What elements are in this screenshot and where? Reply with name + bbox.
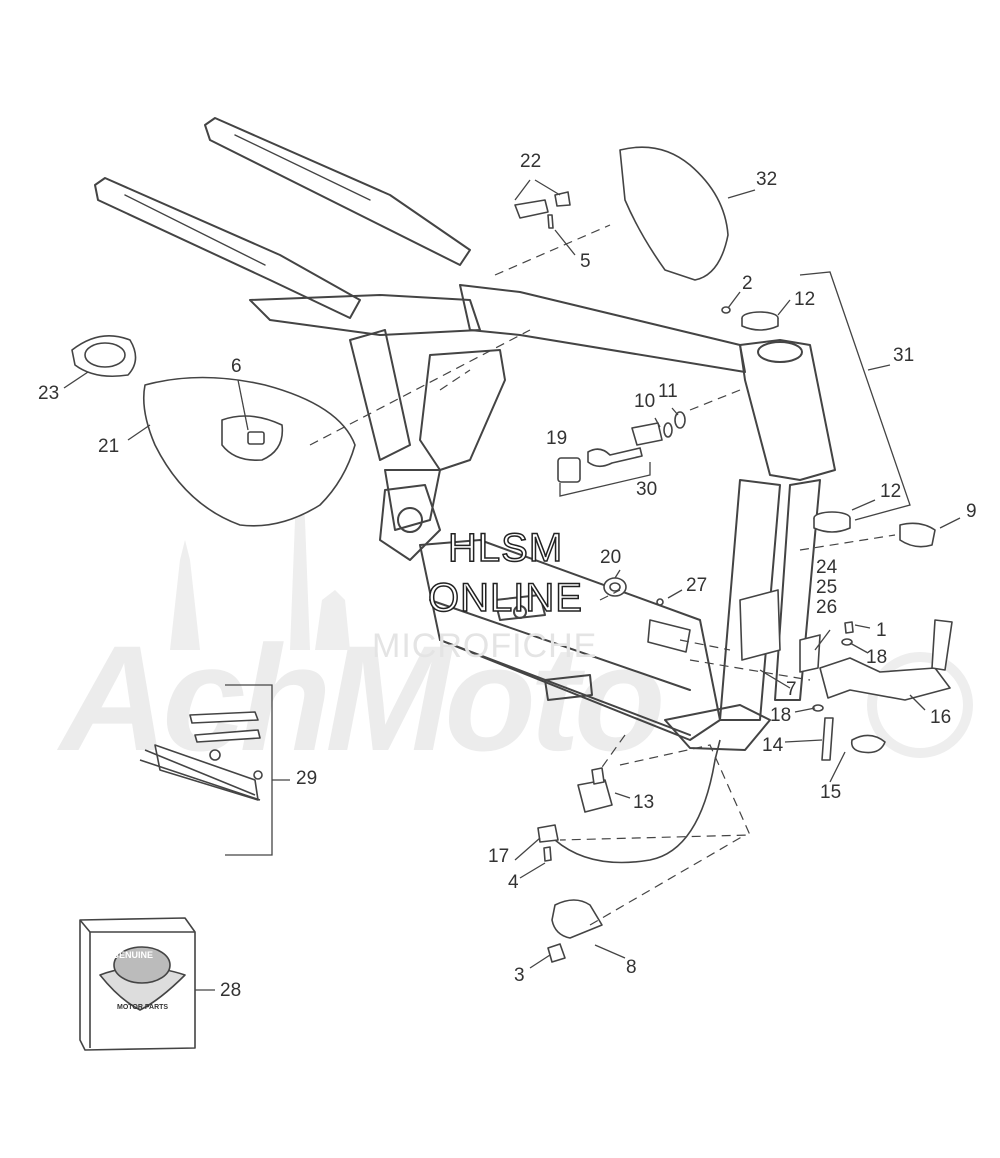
leader-lines <box>63 179 961 991</box>
rear-strut-upper <box>204 117 471 266</box>
frame <box>94 117 836 751</box>
parts-box-28 <box>79 917 196 1051</box>
frame-backbone <box>459 284 746 373</box>
key-30 <box>587 447 643 468</box>
jiffy-stand-16 <box>819 657 951 701</box>
callout-21: 21 <box>98 436 120 457</box>
callout-12-bottom: 12 <box>880 481 902 502</box>
callout-14: 14 <box>762 735 784 756</box>
callout-7: 7 <box>786 679 797 700</box>
callout-6: 6 <box>231 356 242 377</box>
callout-5: 5 <box>580 251 591 272</box>
clip-9 <box>899 522 936 548</box>
clip-22 <box>514 199 549 219</box>
watermark-skyline <box>170 470 350 650</box>
watermark-line2: ONLINE <box>427 575 583 621</box>
callout-32: 32 <box>756 169 778 190</box>
sensor-13 <box>577 779 613 813</box>
callout-15: 15 <box>820 782 842 803</box>
callout-25: 25 <box>816 577 838 598</box>
callout-9: 9 <box>966 501 977 522</box>
callout-13: 13 <box>633 792 655 813</box>
frame-steering-head <box>739 339 836 481</box>
callout-8: 8 <box>626 957 637 978</box>
watermark-wheel <box>867 652 973 758</box>
rear-strut-lower <box>94 177 361 319</box>
ignition-lock-19 <box>557 457 581 483</box>
frame-seat-post <box>419 349 506 471</box>
callout-26: 26 <box>816 597 838 618</box>
callout-17: 17 <box>488 846 510 867</box>
package-footer-text: MOTOR PARTS <box>117 1004 169 1011</box>
bracket-8 <box>551 899 603 939</box>
callout-29: 29 <box>296 768 318 789</box>
callout-23: 23 <box>38 383 60 404</box>
callout-22: 22 <box>520 151 542 172</box>
callout-12-top: 12 <box>794 289 816 310</box>
frame-downtube-left <box>719 479 781 721</box>
clip-17 <box>537 824 559 843</box>
callout-31: 31 <box>893 345 915 366</box>
callout-3: 3 <box>514 965 525 986</box>
lock-barrel-10 <box>631 422 663 446</box>
spring-15 <box>850 734 886 754</box>
callout-2: 2 <box>742 273 753 294</box>
dashed-lines <box>309 224 896 926</box>
cover-32 <box>619 146 729 281</box>
callout-18-upper: 18 <box>866 647 888 668</box>
callout-18-lower: 18 <box>770 705 792 726</box>
package-badge-text: GENUINE <box>112 950 154 960</box>
callout-28: 28 <box>220 980 242 1001</box>
tool-kit-29 <box>139 711 263 801</box>
callout-20: 20 <box>600 547 622 568</box>
callout-24: 24 <box>816 557 838 578</box>
watermark-line3: MICROFICHE <box>372 627 598 665</box>
callout-30: 30 <box>636 479 658 500</box>
watermark-line1: HLSM <box>447 525 564 571</box>
callout-11: 11 <box>658 381 678 402</box>
callout-4: 4 <box>508 872 519 893</box>
bracket-24 <box>739 589 781 661</box>
callout-1: 1 <box>876 620 887 641</box>
callout-27: 27 <box>686 575 708 596</box>
callout-19: 19 <box>546 428 568 449</box>
callout-10: 10 <box>634 391 656 412</box>
callout-16: 16 <box>930 707 952 728</box>
